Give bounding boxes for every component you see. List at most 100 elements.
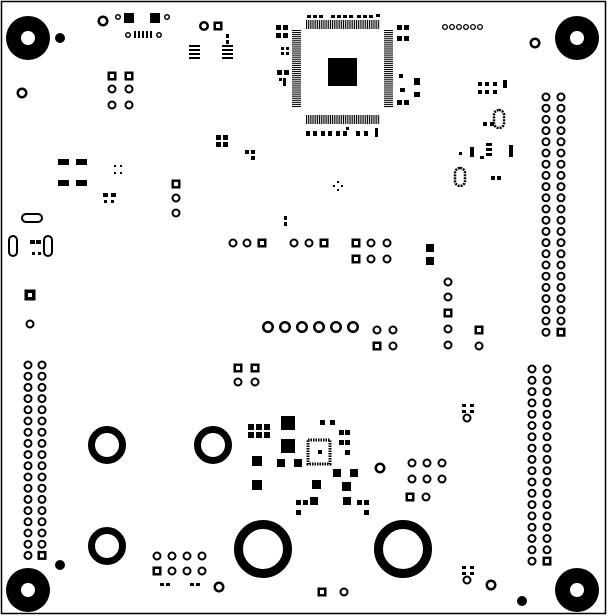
- through-hole-pad: [37, 494, 47, 504]
- smd-pad: [470, 572, 474, 575]
- oval-pad: [43, 235, 53, 257]
- qfp-pin: [354, 115, 356, 124]
- through-hole-pad: [556, 226, 566, 236]
- through-hole-pad: [37, 371, 47, 381]
- through-hole-pad: [474, 341, 484, 351]
- through-hole-pad: [527, 556, 537, 566]
- through-hole-pad: [23, 450, 33, 460]
- through-hole-pad: [25, 319, 35, 329]
- smd-pad: [320, 420, 325, 425]
- qfp-pin: [292, 94, 301, 96]
- through-hole-pad: [527, 421, 537, 430]
- qfp-pin: [337, 115, 339, 124]
- qfp-pin: [311, 115, 313, 124]
- smd-pad: [114, 172, 116, 174]
- through-hole-pad: [37, 382, 47, 392]
- smd-pad: [226, 40, 229, 44]
- through-hole-pad: [527, 488, 537, 498]
- qfp-pin: [292, 82, 301, 84]
- smd-pad: [76, 180, 87, 186]
- through-hole-pad: [542, 432, 552, 442]
- through-hole-pad: [527, 432, 537, 442]
- smd-pad: [120, 165, 122, 167]
- through-hole-pad: [541, 260, 551, 270]
- smd-pad: [313, 131, 317, 136]
- qfp-pin: [292, 35, 301, 37]
- through-hole-pad: [527, 534, 537, 543]
- through-hole-pad: [182, 566, 192, 576]
- qfp-pin: [339, 20, 341, 29]
- through-hole-pad: [556, 137, 566, 147]
- through-hole-pad: [37, 360, 47, 370]
- through-hole-pad: [542, 477, 552, 487]
- qfp-pin: [346, 115, 348, 124]
- through-hole-pad: [422, 474, 432, 484]
- smd-pad: [486, 148, 492, 151]
- smd-pad: [345, 440, 350, 445]
- smd-pad: [404, 25, 409, 30]
- smd-pad: [284, 216, 287, 220]
- qfp-pin: [343, 20, 344, 29]
- through-hole-pad: [107, 100, 117, 110]
- qfp-pin: [326, 115, 328, 124]
- through-hole-pad: [443, 340, 453, 350]
- smd-pad: [486, 143, 492, 146]
- via-ring: [115, 14, 121, 20]
- qfp-pin: [384, 43, 393, 45]
- pad-hole: [260, 241, 264, 245]
- qfp-pin: [384, 31, 393, 33]
- qfp-pin: [292, 59, 301, 61]
- qfp-pin: [292, 102, 301, 104]
- smd-pad: [490, 122, 494, 126]
- through-hole-pad: [541, 170, 551, 180]
- qfp-pin: [313, 115, 315, 124]
- through-hole-pad: [556, 249, 566, 259]
- qfp-pin: [384, 82, 393, 84]
- through-hole-pad: [541, 126, 551, 136]
- smd-pad: [426, 244, 434, 252]
- smd-pad: [493, 90, 497, 94]
- qfp-pin: [337, 20, 339, 29]
- usb-pin: [134, 31, 136, 38]
- soic-pin: [189, 57, 200, 59]
- standoff-ring: [194, 426, 232, 464]
- through-hole-pad: [556, 92, 566, 102]
- qfp-pin: [363, 115, 365, 124]
- qfp-pin: [384, 106, 393, 108]
- through-hole-pad: [541, 137, 551, 147]
- usb-pin: [138, 31, 140, 38]
- through-hole-pad: [556, 305, 566, 315]
- qfp-pin: [292, 39, 301, 41]
- through-hole-pad: [556, 148, 566, 158]
- soic-pin: [222, 53, 233, 55]
- through-hole-pad: [542, 364, 552, 374]
- through-hole-pad: [421, 492, 431, 502]
- through-hole-pad: [527, 375, 537, 385]
- qfp-pin: [322, 20, 324, 29]
- via-ring: [476, 23, 483, 30]
- smd-pad: [111, 200, 114, 203]
- qfp-pin: [384, 41, 393, 43]
- smd-pad: [397, 36, 402, 41]
- smd-pad: [251, 150, 255, 154]
- qfp-pin: [322, 115, 324, 124]
- qfp-pin: [292, 88, 301, 90]
- through-hole-pad: [407, 458, 417, 468]
- through-hole-pad: [37, 461, 47, 471]
- qfp-pin: [384, 49, 393, 51]
- smd-pad: [296, 500, 301, 505]
- qfp-pin: [384, 69, 393, 70]
- smd-pad: [277, 70, 282, 75]
- qfp-pin: [309, 20, 311, 29]
- soic-pin: [222, 45, 233, 47]
- qfp-center-pad: [328, 58, 357, 86]
- qfp-pin: [328, 20, 330, 29]
- qfp-pin: [344, 115, 346, 124]
- smd-pad: [248, 432, 254, 438]
- smd-pad: [283, 25, 288, 30]
- smd-pad: [276, 25, 281, 30]
- through-hole-pad: [541, 238, 551, 248]
- through-hole-pad: [542, 421, 552, 430]
- smd-pad: [404, 36, 409, 41]
- smd-pad: [349, 15, 353, 18]
